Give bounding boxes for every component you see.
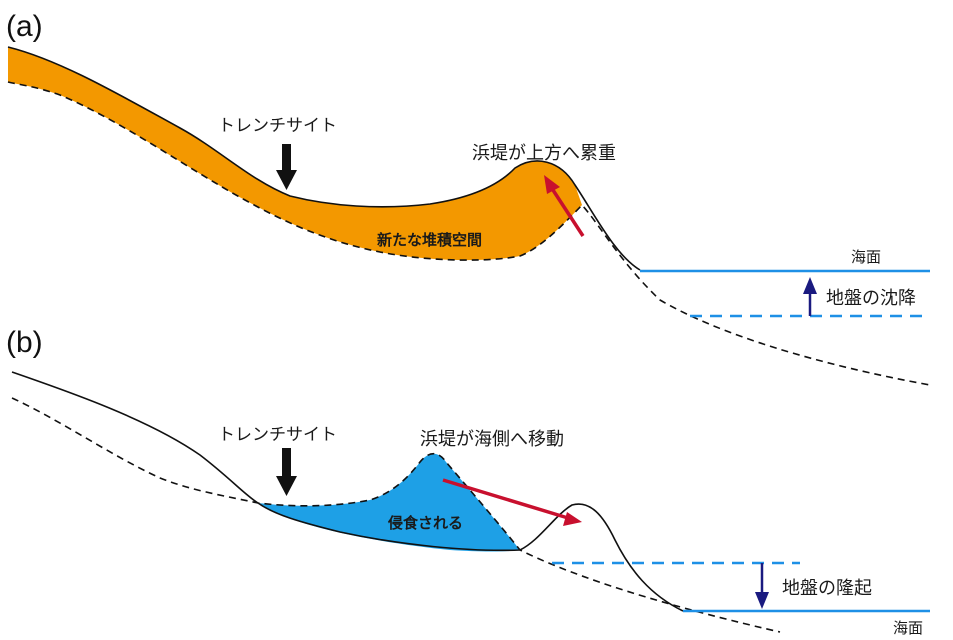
- panel-a-trench-label: トレンチサイト: [218, 116, 337, 136]
- panel-a-label: (a): [6, 10, 43, 43]
- panel-b-ground-label: 地盤の隆起: [782, 578, 872, 599]
- panel-a-old-surface-dashed: [7, 81, 931, 386]
- panel-a-ground-surface: [7, 46, 641, 271]
- panel-b-trench-label: トレンチサイト: [218, 425, 337, 445]
- panel-b-ground-surface: [11, 371, 684, 612]
- panel-a-navy-up-arrow: [803, 277, 817, 316]
- panel-b-sea-label: 海面: [893, 619, 923, 637]
- panel-b-ridge-label: 浜堤が海側へ移動: [420, 429, 564, 450]
- panel-a-ground-label: 地盤の沈降: [826, 288, 916, 309]
- panel-a-trench-arrow: [276, 144, 297, 190]
- panel-a-sea-label: 海面: [851, 248, 881, 266]
- panel-a: (a) トレンチサイト 浜堤が上方へ累重 新たな堆積空間 海面 地盤の沈降: [6, 10, 931, 386]
- panel-b-trench-arrow: [276, 448, 297, 496]
- panel-b-red-arrow: [442, 478, 582, 526]
- panel-a-ridge-label: 浜堤が上方へ累重: [472, 143, 616, 164]
- panel-b-label: (b): [6, 326, 43, 359]
- panel-b: (b) トレンチサイト 浜堤が海側へ移動 侵食される 海面 地盤の隆起: [6, 326, 930, 637]
- panel-a-fill-label: 新たな堆積空間: [377, 231, 482, 249]
- panel-a-red-arrow: [544, 175, 585, 237]
- panel-b-fill-label: 侵食される: [387, 514, 463, 532]
- panel-b-navy-down-arrow: [755, 563, 769, 609]
- panel-b-old-surface-dashed: [11, 397, 781, 633]
- panel-a-new-sediment-fill: [8, 47, 582, 261]
